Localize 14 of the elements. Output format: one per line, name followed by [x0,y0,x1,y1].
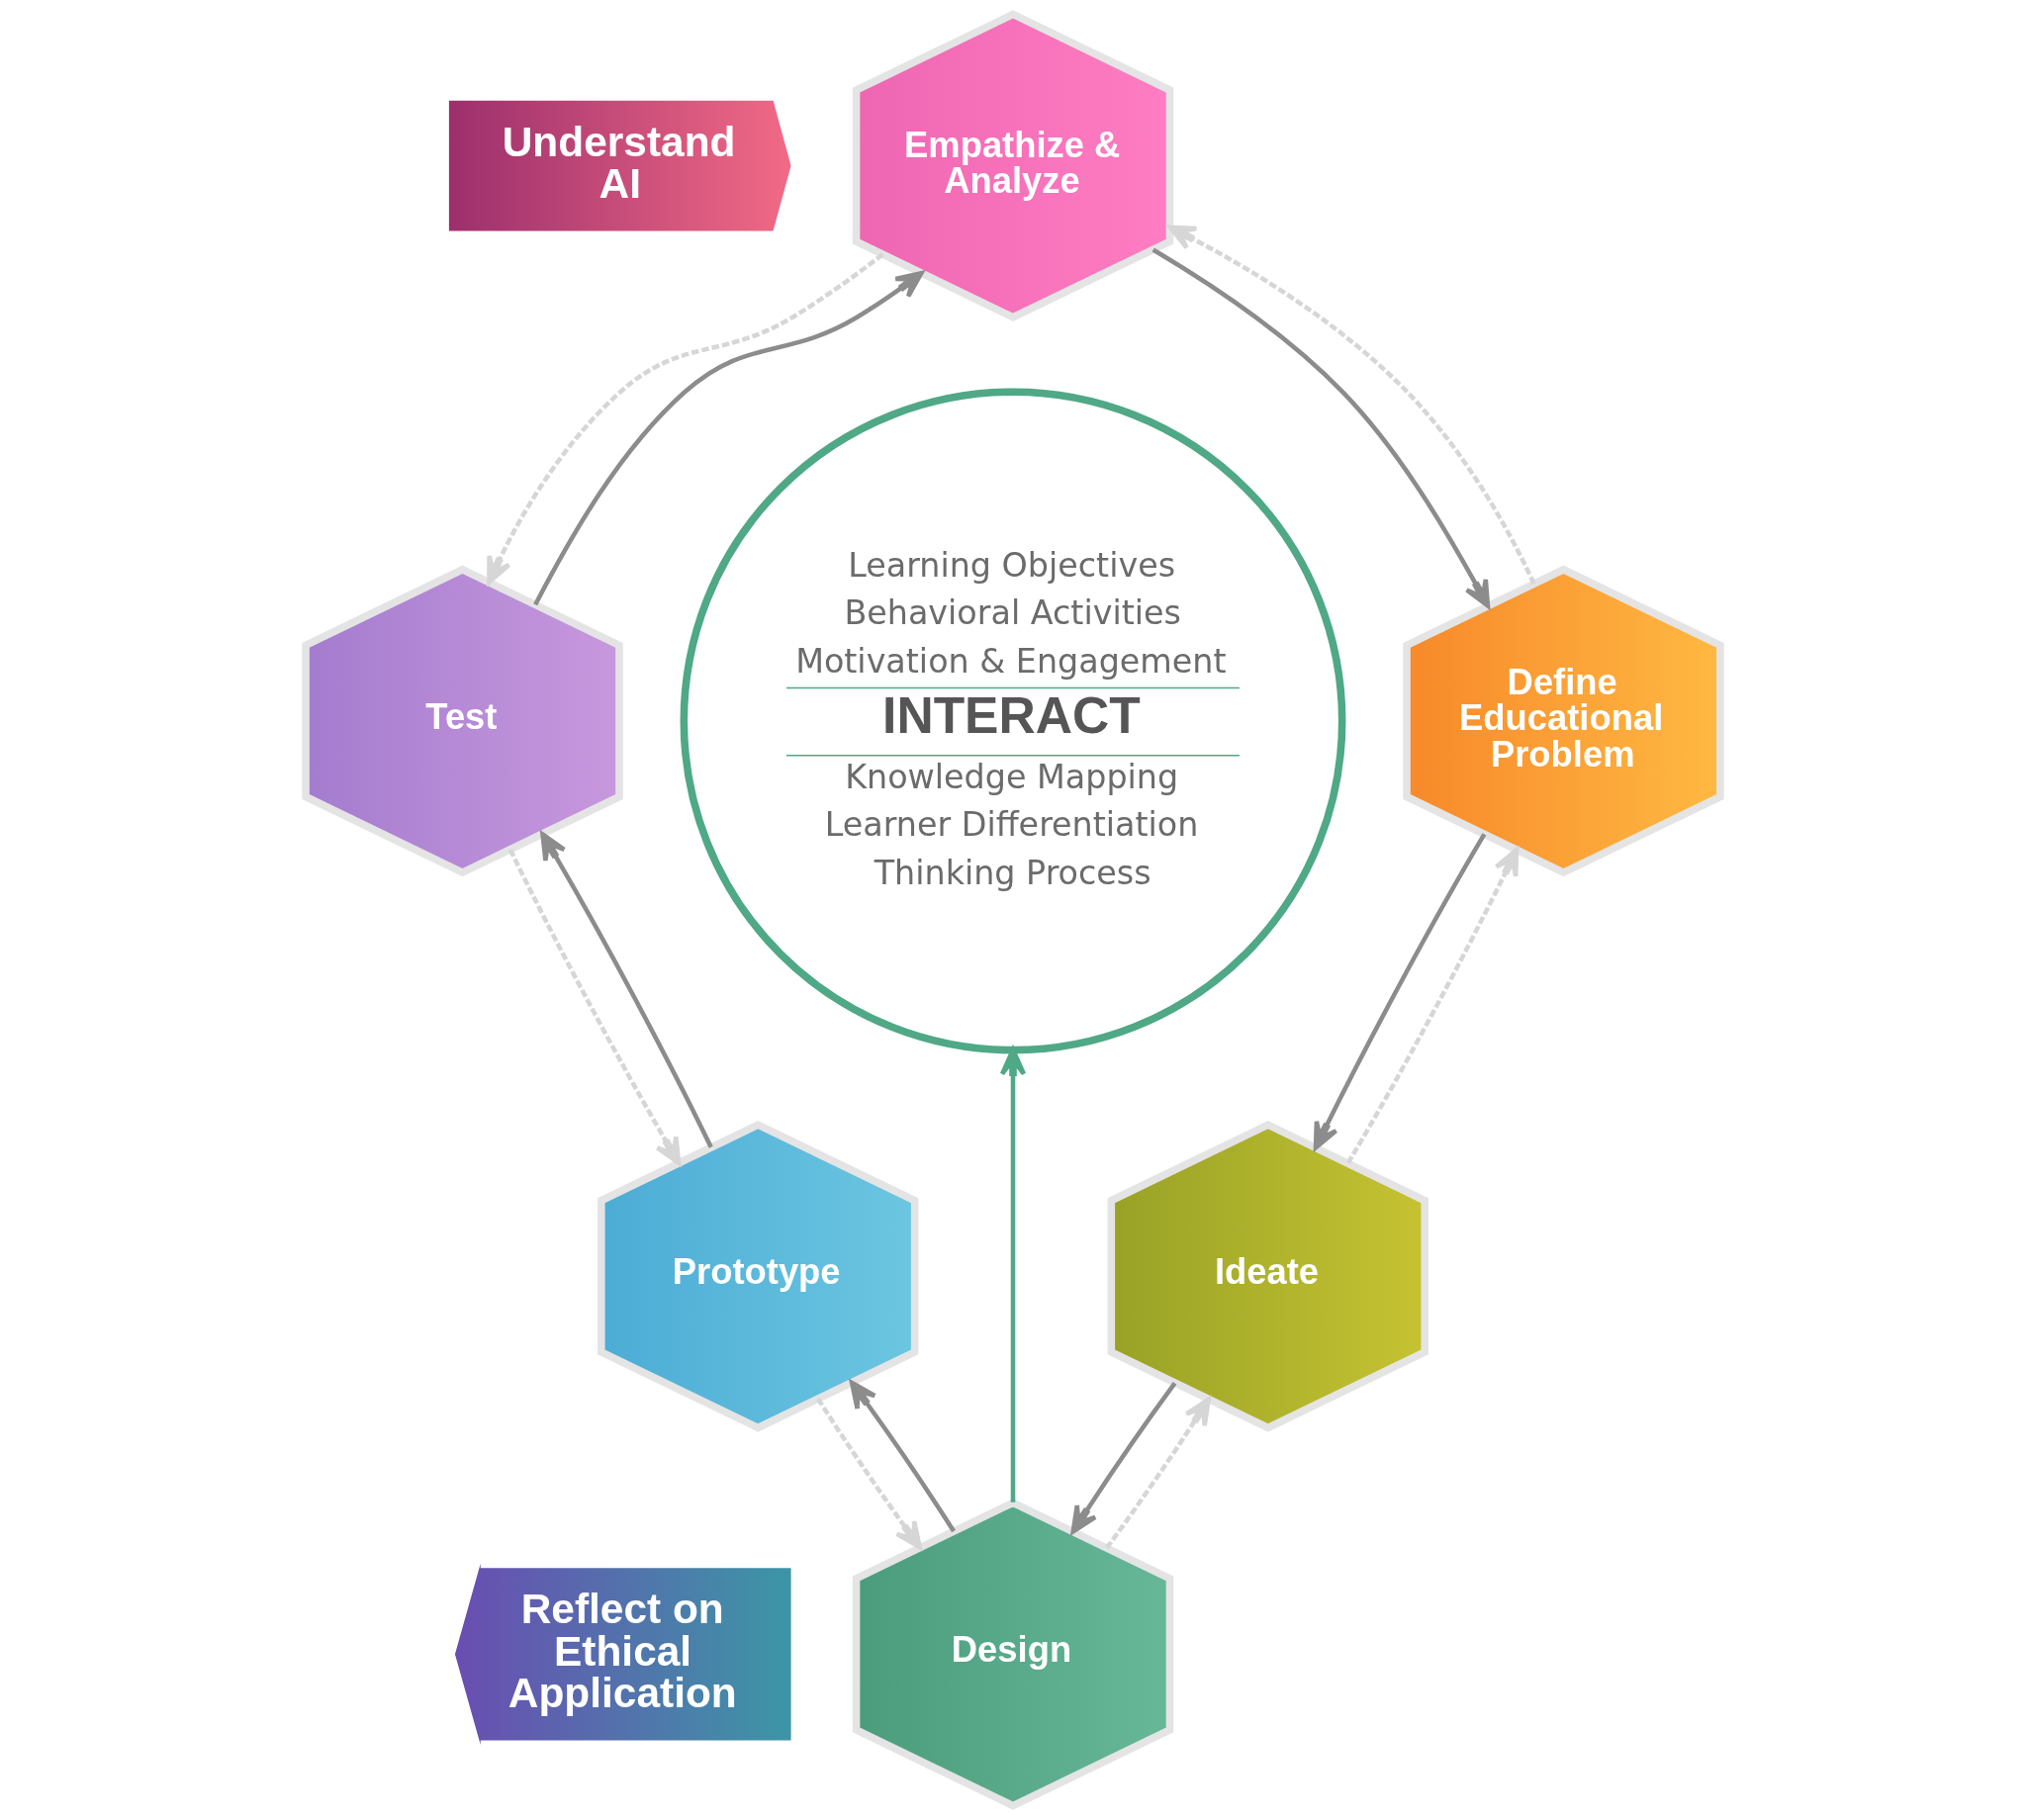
arrow [533,271,924,606]
arrow [1167,225,1536,586]
arrow [1313,833,1487,1150]
arrow [1070,1382,1177,1534]
arrow [1151,247,1491,608]
node-circle: Learning Objectives Behavioral Activities Motivation & Engagement INTERACT Knowledge Mapping Learner Differentiation Thinking Process [680,388,1346,1054]
arrow [487,252,884,585]
arrow [507,849,682,1166]
arrow [540,832,713,1148]
arrow [1345,847,1520,1164]
arrow [1104,1397,1211,1550]
arrow [816,1398,922,1550]
arrow [849,1380,956,1533]
arrow [999,1047,1027,1502]
